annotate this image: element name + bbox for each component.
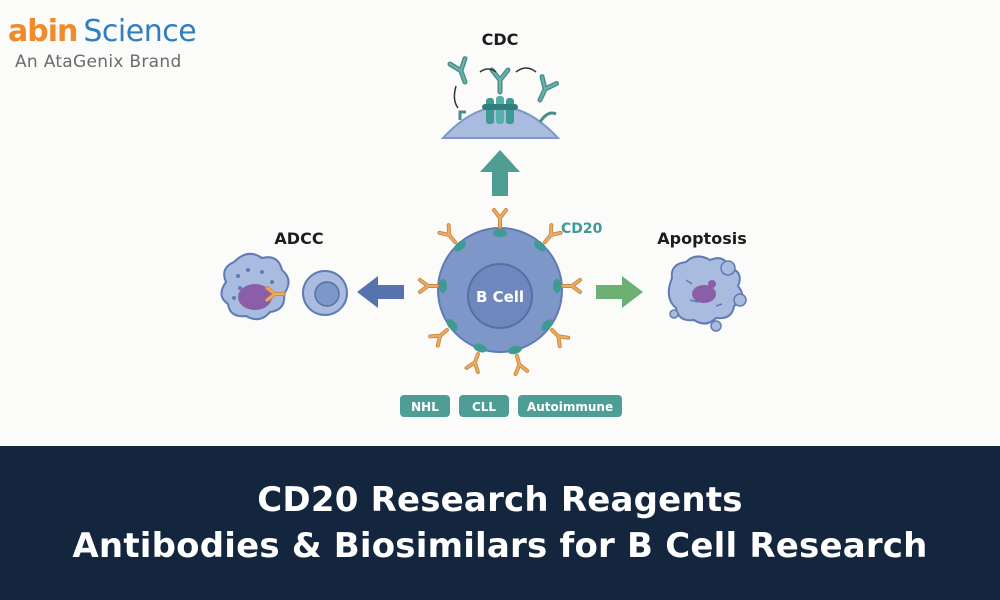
cdc-receptor-left	[458, 110, 466, 120]
apoptotic-body	[669, 309, 679, 319]
antibody	[418, 278, 439, 294]
cdc-arrow-left	[453, 85, 459, 109]
antibody	[538, 223, 563, 248]
diagram-area: abin Science An AtaGenix Brand CDC	[8, 14, 747, 417]
apoptotic-nucleus	[692, 285, 716, 303]
cd20-marker	[446, 319, 458, 331]
antibody	[428, 323, 453, 348]
cdc-antibody-left	[450, 59, 473, 85]
tag-nhl-bg	[400, 395, 450, 417]
cd20-marker	[473, 343, 487, 353]
antibody	[492, 208, 508, 229]
apoptosis-label: Apoptosis	[657, 229, 746, 248]
antibody	[548, 326, 569, 347]
apoptotic-body	[710, 320, 722, 332]
banner-title: CD20 Research Reagents	[257, 480, 743, 520]
antibody	[464, 349, 486, 375]
tag-cll: CLL	[472, 400, 496, 414]
title-banner: CD20 Research Reagents Antibodies & Bios…	[0, 446, 1000, 600]
antibody	[509, 352, 530, 376]
banner-subtitle: Antibodies & Biosimilars for B Cell Rese…	[72, 526, 928, 566]
cdc-arrow-top-left	[479, 68, 497, 73]
indication-tags: NHL CLL Autoimmune	[400, 395, 622, 417]
cd20-label: CD20	[561, 221, 603, 237]
cd20-marker	[553, 279, 561, 293]
adcc-label: ADCC	[274, 229, 323, 248]
arrow-to-apoptosis	[596, 276, 643, 308]
antibody	[437, 223, 462, 248]
complement-complex	[482, 96, 518, 124]
apoptotic-body	[733, 293, 747, 307]
logo-abin-text: abin	[8, 14, 78, 49]
cdc-antibody-right	[533, 77, 557, 104]
cdc-arrow-top-right	[515, 67, 537, 73]
cd20-marker	[454, 240, 466, 252]
brand-logo[interactable]: abin Science An AtaGenix Brand	[8, 14, 197, 72]
cd20-marker	[541, 319, 553, 331]
cd20-marker	[493, 229, 507, 237]
arrow-to-cdc	[480, 150, 520, 196]
tag-autoimmune: Autoimmune	[527, 400, 613, 414]
nk-cell-nucleus	[238, 284, 272, 310]
cdc-receptor-right	[538, 111, 557, 123]
cdc-antibody-center	[492, 70, 508, 92]
cd20-marker	[439, 279, 447, 293]
cd20-mechanism-diagram: CDC	[220, 30, 747, 417]
tag-autoimmune-bg	[518, 395, 622, 417]
brand-tagline: An AtaGenix Brand	[15, 52, 182, 72]
apoptosis-panel: Apoptosis	[657, 229, 747, 332]
antibody	[561, 278, 582, 294]
adcc-target-nucleus	[314, 281, 340, 307]
cd20-marker	[508, 345, 522, 355]
tag-cll-bg	[459, 395, 509, 417]
cd20-marker	[534, 240, 546, 252]
tag-nhl: NHL	[411, 400, 439, 414]
arrow-to-adcc	[357, 276, 404, 308]
cdc-panel: CDC	[440, 30, 561, 139]
logo-science-text: Science	[83, 14, 197, 49]
apoptotic-body	[720, 260, 736, 276]
b-cell-nucleus	[467, 263, 533, 329]
adcc-panel: ADCC	[220, 229, 348, 321]
b-cell-label: B Cell	[476, 288, 524, 306]
b-cell: B Cell	[418, 208, 603, 376]
cdc-label: CDC	[482, 30, 519, 49]
cd20-marker-group	[439, 229, 561, 355]
